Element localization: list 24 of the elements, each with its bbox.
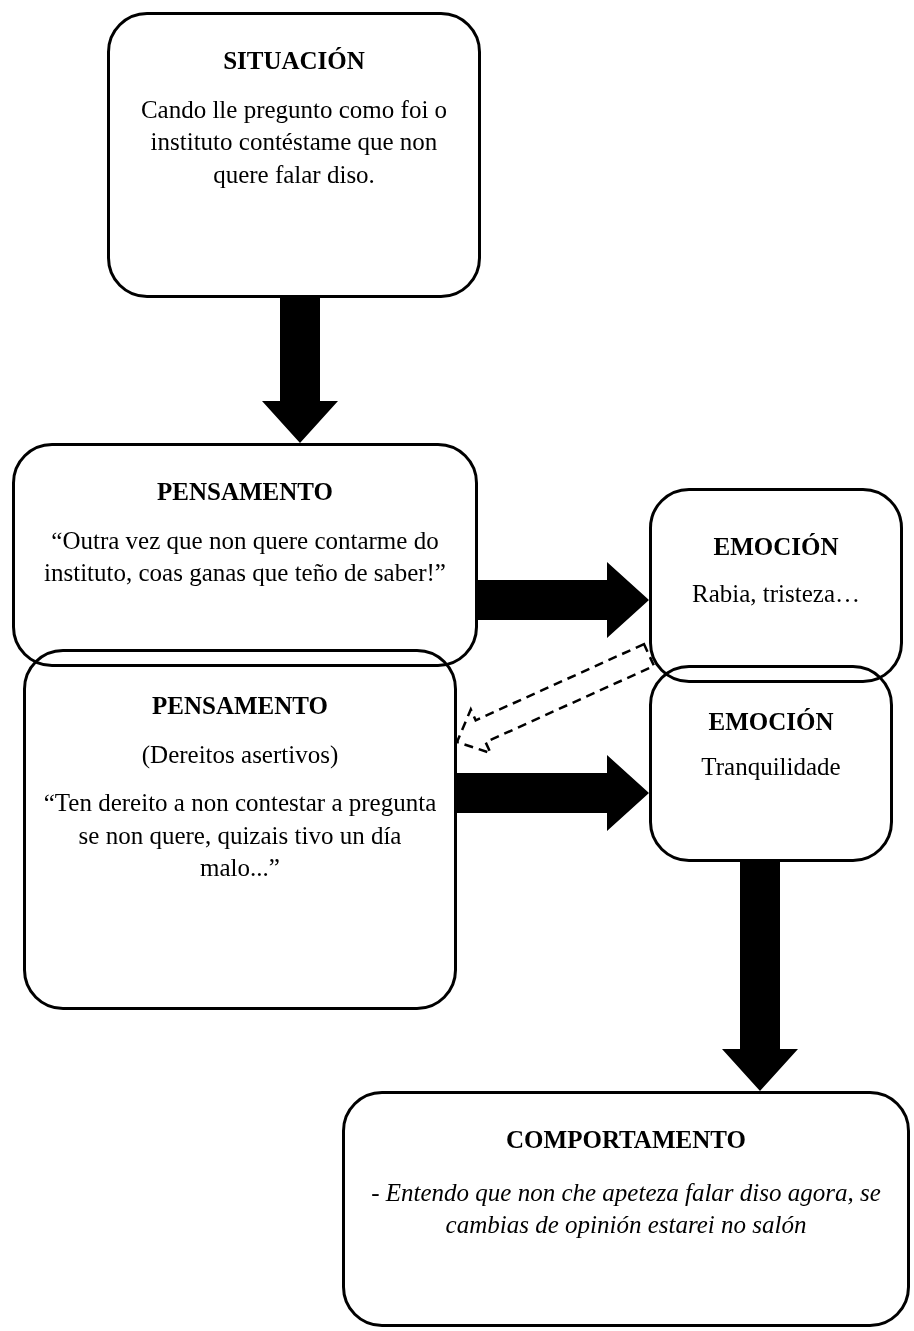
block-arrow — [262, 298, 338, 443]
box-heading: EMOCIÓN — [713, 532, 839, 562]
rounded-box — [649, 665, 893, 862]
box-text: (Dereitos asertivos) — [141, 739, 339, 770]
rounded-box — [649, 488, 903, 683]
box-text: - Entendo que non che apeteza falar diso agora, se cambias de opinión estarei no salón — [370, 1177, 882, 1240]
block-arrow — [457, 755, 649, 831]
dashed-block-arrow — [455, 642, 656, 756]
rounded-box — [12, 443, 478, 667]
box-heading: COMPORTAMENTO — [506, 1125, 746, 1155]
box-text: “Outra vez que non quere contarme do instituto, coas ganas que teño de saber!” — [43, 525, 447, 588]
box-text: Cando lle pregunto como foi o instituto contéstame que non quere falar diso. — [139, 94, 449, 190]
box-heading: SITUACIÓN — [223, 46, 365, 76]
box-heading: PENSAMENTO — [152, 691, 328, 721]
block-arrow — [478, 562, 649, 638]
box-heading: PENSAMENTO — [157, 477, 333, 507]
box-heading: EMOCIÓN — [708, 707, 834, 737]
box-text: “Ten dereito a non contestar a pregunta se non quere, quizais tivo un día malo...” — [42, 788, 438, 883]
rounded-box — [23, 649, 457, 1010]
rounded-box — [107, 12, 481, 298]
rounded-box — [342, 1091, 910, 1327]
box-text: Tranquilidade — [701, 751, 841, 782]
box-text: Rabia, tristeza… — [692, 578, 860, 609]
block-arrow — [722, 862, 798, 1091]
